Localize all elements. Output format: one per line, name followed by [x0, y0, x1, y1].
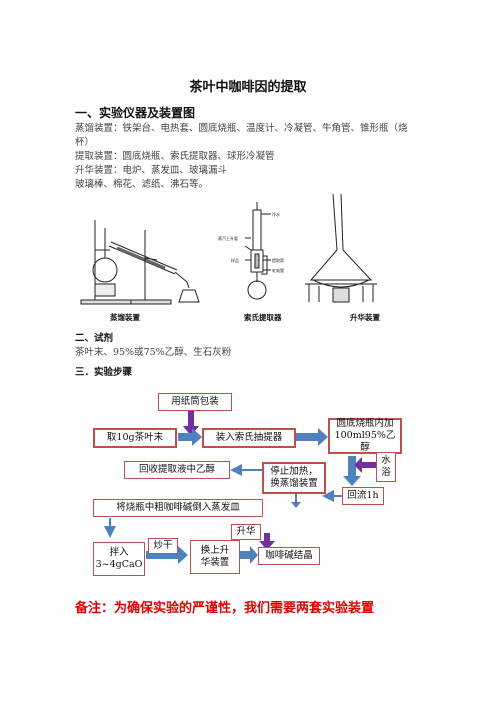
step-switch-line2: 华装置	[200, 557, 230, 568]
caption-sublimation: 升华装置	[350, 313, 380, 322]
arrow-bath-to-reflux	[354, 457, 376, 473]
sublimation-line: 升华装置：电炉、蒸发皿、玻璃漏斗	[75, 165, 228, 176]
step-crystal: 咖啡碱结晶	[258, 547, 320, 565]
label-vapor-tube: 蒸汽上升管	[218, 235, 238, 241]
step-stop-line1: 停止加热，	[270, 466, 318, 477]
label-cold-water: 冷水	[272, 211, 280, 217]
step-dry: 炒干	[148, 538, 178, 554]
section-3-heading: 三．实验步骤	[75, 367, 133, 378]
extraction-line: 提取装置：圆底烧瓶、索氏提取器、球形冷凝管	[75, 151, 275, 162]
step-wrap-paper: 用纸筒包装	[158, 393, 232, 411]
step-bath-line2: 浴	[381, 467, 391, 478]
step-sublime: 升华	[231, 524, 261, 540]
step-switch-line1: 换上升	[200, 545, 230, 556]
step-load-soxhlet-label: 装入索氏抽提器	[215, 432, 283, 443]
step-bath-line1: 水	[381, 455, 391, 466]
arrow-take-to-load	[178, 428, 202, 446]
arrow-flask-to-reflux	[343, 456, 361, 486]
arrow-sublime-down	[259, 533, 275, 550]
section-1-heading: 一、实验仪器及装置图	[75, 106, 196, 120]
label-siphon: 虹吸管	[272, 267, 284, 273]
step-flask-ethanol: 圆底烧瓶内加 100ml95%乙醇	[328, 418, 402, 454]
step-stop-heating: 停止加热， 换蒸馏装置	[262, 462, 326, 494]
label-sample: 样品	[231, 257, 239, 263]
section-2-heading: 二、试剂	[75, 333, 114, 344]
arrow-switch-to-crystal	[240, 546, 258, 564]
step-flask-line1: 圆底烧瓶内加	[336, 418, 394, 429]
reagents-text: 茶叶末、95%或75%乙醇、生石灰粉	[75, 347, 232, 358]
arrow-mix-to-switch	[146, 546, 188, 564]
note-text: 备注：为确保实验的严谨性，我们需要两套实验装置	[75, 601, 375, 616]
apparatus-figure: 冷水 蒸汽上升管 提取筒 虹吸管 样品	[75, 190, 405, 320]
step-switch-sublimation: 换上升 华装置	[190, 540, 240, 574]
step-mix-line1: 拌入	[109, 547, 129, 558]
distillation-line: 蒸馏装置：铁架台、电热套、圆底烧瓶、温度计、冷凝管、牛角管、锥形瓶（烧	[75, 123, 408, 134]
label-extraction-tube: 提取筒	[272, 257, 284, 263]
arrow-load-to-flask	[296, 428, 328, 446]
step-flask-line2: 100ml95%乙醇	[334, 430, 396, 453]
step-stop-line2: 换蒸馏装置	[270, 478, 318, 489]
misc-line: 玻璃棒、棉花、滤纸、沸石等。	[75, 179, 209, 190]
page-title: 茶叶中咖啡因的提取	[189, 80, 307, 95]
step-recover-ethanol: 回收提取液中乙醇	[124, 461, 230, 479]
distillation-apparatus-drawing: 冷水 蒸汽上升管 提取筒 虹吸管 样品	[80, 193, 377, 305]
step-water-bath: 水 浴	[376, 452, 396, 482]
caption-distillation: 蒸馏装置	[110, 313, 140, 322]
step-take-tea: 取10g茶叶末	[93, 428, 177, 448]
step-reflux: 回流1h	[342, 487, 384, 505]
caption-soxhlet: 索氏提取器	[244, 313, 282, 322]
step-mix-cao: 拌入 3~4gCaO	[93, 542, 145, 576]
step-load-soxhlet: 装入索氏抽提器	[202, 428, 296, 448]
step-mix-line2: 3~4gCaO	[95, 559, 143, 570]
distillation-line-cont: 杯）	[75, 137, 95, 148]
arrow-wrap-to-take	[183, 410, 199, 436]
step-pour-dish: 将烧瓶中粗咖啡碱倒入蒸发皿	[93, 499, 263, 517]
